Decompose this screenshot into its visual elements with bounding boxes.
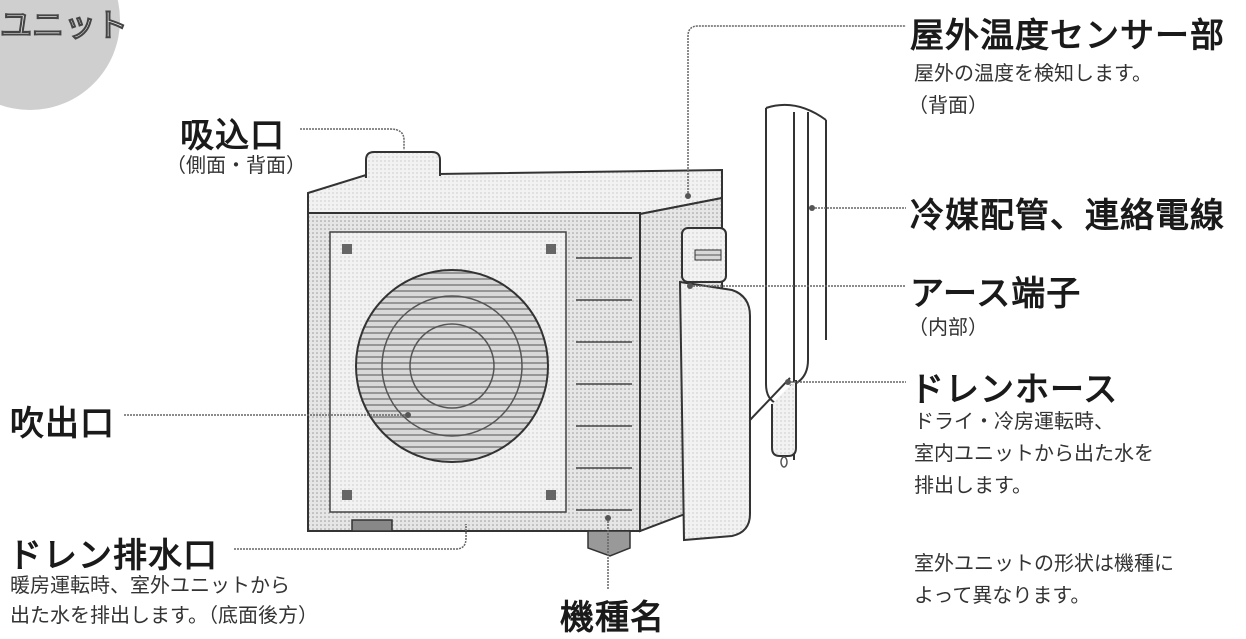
label-drain-hose-line1: ドライ・冷房運転時、 [914, 409, 1114, 433]
note-line1: 室外ユニットの形状は機種に [914, 551, 1174, 575]
water-drop [780, 456, 788, 468]
label-ground-terminal-title: アース端子 [910, 274, 1082, 314]
label-model-name-title: 機種名 [560, 598, 665, 638]
label-drain-port-line2: 出た水を排出します。（底面後方） [10, 603, 318, 627]
label-refrigerant-title: 冷媒配管、連絡電線 [910, 196, 1225, 236]
label-outdoor-temp-sensor-title: 屋外温度センサー部 [910, 16, 1225, 56]
label-outdoor-temp-sensor-line1: 屋外の温度を検知します。 [914, 61, 1152, 85]
fan-grille [355, 269, 549, 463]
label-outlet-title: 吹出口 [10, 404, 115, 444]
leader-drain-port [234, 524, 467, 550]
label-outdoor-temp-sensor-line2: （背面） [908, 93, 988, 117]
label-drain-hose-line2: 室内ユニットから出た水を [914, 441, 1154, 465]
label-ground-terminal-line1: （内部） [908, 315, 988, 339]
label-intake-title: 吸込口 [180, 116, 285, 156]
pipe-bend [749, 377, 791, 421]
unit-foot-left [351, 519, 393, 532]
unit-side-cover [678, 280, 751, 542]
label-drain-port-title: ドレン排水口 [8, 536, 218, 576]
drain-hose-shape [771, 380, 797, 457]
label-drain-port-line1: 暖房運転時、室外ユニットから [10, 573, 290, 597]
terminal-box-grip [694, 249, 722, 261]
label-intake-line1: （側面・背面） [166, 153, 306, 177]
pipe-cap [765, 103, 827, 121]
side-louvres [576, 257, 632, 511]
label-drain-hose-line3: 排出します。 [914, 473, 1032, 497]
note-line2: よって異なります。 [914, 583, 1091, 607]
leader-intake [300, 128, 405, 150]
unit-top-handle [365, 151, 441, 178]
unit-foot-right [587, 530, 631, 557]
label-drain-hose-title: ドレンホース [910, 370, 1119, 410]
header-badge-text: ユニット [0, 6, 129, 45]
leader-outdoor-temp-sensor [687, 25, 906, 196]
